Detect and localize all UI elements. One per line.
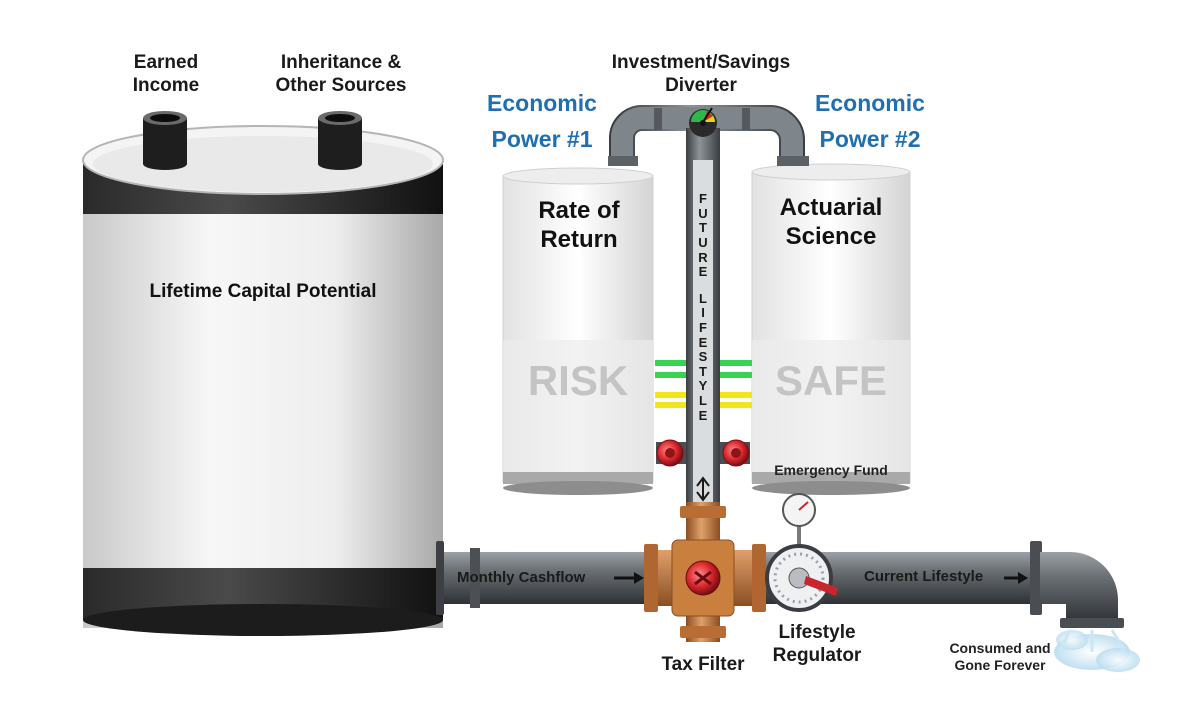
vertical-word-2: L I F E S T Y L E xyxy=(698,290,708,423)
lifetime-capital-label: Lifetime Capital Potential xyxy=(149,281,377,302)
emergency-fund-label: Emergency Fund xyxy=(774,462,888,478)
tax-filter-label: Tax Filter xyxy=(661,654,745,675)
flow-arrows xyxy=(614,572,1028,584)
risk-silo xyxy=(502,167,654,495)
current-lifestyle-label: Current Lifestyle xyxy=(864,568,984,585)
safe-valve xyxy=(720,439,750,467)
safe-silo xyxy=(751,163,911,495)
earned-income-inlet xyxy=(143,111,187,170)
safe-label: SAFE xyxy=(774,357,887,404)
inheritance-label: Inheritance &Other Sources xyxy=(275,52,407,96)
risk-valve xyxy=(656,439,686,467)
water-splash xyxy=(1054,629,1140,672)
diverter-gauge xyxy=(689,107,717,137)
future-lifestyle-pipe xyxy=(686,128,720,514)
future-lifestyle-vertical-label: F U T U R E L I F E S T Y L E xyxy=(693,163,713,438)
inheritance-inlet xyxy=(318,111,362,170)
lifestyle-regulator xyxy=(765,493,838,612)
risk-label: RISK xyxy=(527,357,629,404)
vertical-word-1: F U T U R E xyxy=(698,191,708,280)
main-tank xyxy=(82,111,444,636)
tax-filter xyxy=(644,502,766,642)
monthly-cashflow-label: Monthly Cashflow xyxy=(457,569,586,586)
